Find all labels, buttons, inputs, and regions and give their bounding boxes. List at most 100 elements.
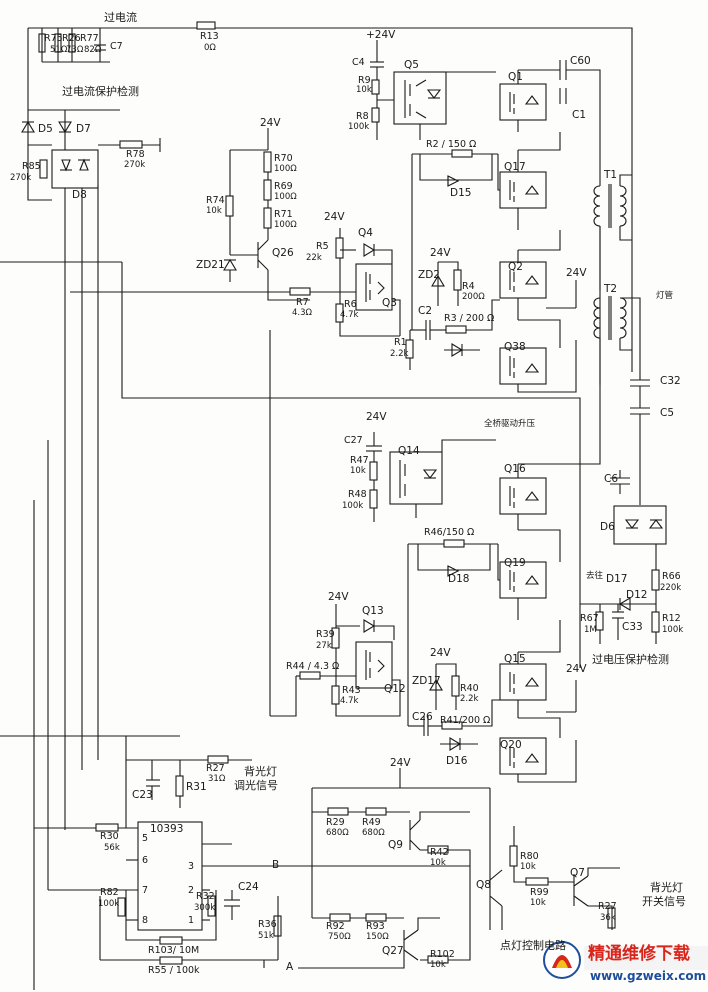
d17-label: D17 [606, 573, 628, 585]
r5-label: R5 [316, 241, 329, 252]
d16-label: D16 [446, 755, 468, 767]
over-voltage-detect-label: 过电压保护检测 [592, 653, 669, 666]
brand-name: 精通维修下载 [588, 944, 690, 964]
q14-label: Q14 [398, 445, 420, 457]
r2-label: R2 / 150 Ω [426, 139, 477, 150]
pin-6: 6 [142, 855, 149, 866]
r55-label: R55 / 100k [148, 965, 200, 976]
r9-value: 10k [356, 85, 372, 95]
r49-label: R49 [362, 817, 381, 828]
r43-value: 4.7k [340, 696, 359, 706]
v24-label-i: 24V [566, 663, 587, 675]
v24-label-c: 24V [324, 211, 345, 223]
r93-label: R93 [366, 921, 385, 932]
r36-value: 51k [258, 931, 274, 941]
pin-5: 5 [142, 833, 149, 844]
r85-label: R85 [22, 161, 41, 172]
brand-site: www.gzweix.com [590, 969, 707, 983]
backlight-switch-label-2: 开关信号 [642, 895, 686, 908]
r32-label: R32 [196, 891, 215, 902]
r27b-label: R27 [598, 901, 617, 912]
c2-label: C2 [418, 305, 433, 317]
q9-label: Q9 [388, 839, 403, 851]
r29-value: 680Ω [326, 828, 349, 838]
c27-label: C27 [344, 435, 363, 446]
ic-label: 10393 [150, 823, 184, 835]
r30-value: 56k [104, 843, 120, 853]
r32-value: 300k [194, 903, 216, 913]
c23-label: C23 [132, 789, 153, 801]
q26-label: Q26 [272, 247, 294, 259]
r70-value: 100Ω [274, 164, 297, 174]
lamp-label: 灯管 [656, 291, 674, 301]
r40-value: 2.2k [460, 694, 479, 704]
r47-value: 10k [350, 466, 366, 476]
v24-label-a: +24V [366, 29, 396, 41]
r103-label: R103/ 10M [148, 945, 200, 956]
r27b-value: 36k [600, 913, 616, 923]
d5-label: D5 [38, 123, 53, 135]
c60-label: C60 [570, 55, 591, 67]
q17-label: Q17 [504, 161, 526, 173]
r27a-value: 31Ω [208, 774, 226, 784]
backlight-switch-label-1: 背光灯 [650, 881, 683, 894]
r66-label: R66 [662, 571, 681, 582]
backlight-dim-label-2: 调光信号 [234, 779, 278, 792]
r46-label: R46/150 Ω [424, 527, 475, 538]
d15-label: D15 [450, 187, 472, 199]
c33-label: C33 [622, 621, 643, 633]
q5-label: Q5 [404, 59, 419, 71]
r71-value: 100Ω [274, 220, 297, 230]
v24-label-h: 24V [430, 647, 451, 659]
q27-label: Q27 [382, 945, 404, 957]
r99-label: R99 [530, 887, 549, 898]
v24-label-d: 24V [430, 247, 451, 259]
q15-label: Q15 [504, 653, 526, 665]
r69-value: 100Ω [274, 192, 297, 202]
r74-label: R74 [206, 195, 225, 206]
c7-label: C7 [110, 41, 123, 52]
r6-value: 4.7k [340, 310, 359, 320]
c6-label: C6 [604, 473, 619, 485]
c5-label: C5 [660, 407, 675, 419]
r99-value: 10k [530, 898, 546, 908]
r102-value: 10k [430, 960, 446, 970]
d7-label: D7 [76, 123, 91, 135]
b-terminal: B [272, 859, 280, 871]
r12-value: 100k [662, 625, 684, 635]
to-label: 去往 [586, 571, 604, 581]
r7-value: 4.3Ω [292, 308, 313, 318]
r39-value: 27k [316, 641, 332, 651]
v24-label-j: 24V [390, 757, 411, 769]
r75-value: 51Ω [50, 45, 68, 55]
r7-label: R7 [296, 297, 309, 308]
r13-value: 0Ω [204, 43, 216, 53]
a-terminal: A [286, 961, 294, 973]
pin-2: 2 [188, 885, 195, 896]
r47-label: R47 [350, 455, 369, 466]
r71-label: R71 [274, 209, 293, 220]
r4-label: R4 [462, 281, 475, 292]
r41-label: R41/200 Ω [440, 715, 491, 726]
d12-label: D12 [626, 589, 648, 601]
r8-label: R8 [356, 111, 369, 122]
r48-value: 100k [342, 501, 364, 511]
r8-value: 100k [348, 122, 370, 132]
r5-value: 22k [306, 253, 322, 263]
r26-value: 73Ω [66, 45, 84, 55]
r82-label: R82 [100, 887, 119, 898]
zd2-label: ZD2 [418, 269, 440, 281]
zd17-label: ZD17 [412, 675, 441, 687]
r78-label: R78 [126, 149, 145, 160]
r44-label: R44 / 4.3 Ω [286, 661, 340, 672]
q7-label: Q7 [570, 867, 585, 879]
r30-label: R30 [100, 831, 119, 842]
q2-label: Q2 [508, 261, 523, 273]
r36-label: R36 [258, 919, 277, 930]
r13-label: R13 [200, 31, 219, 42]
v24-label-f: 24V [366, 411, 387, 423]
backlight-dim-label-1: 背光灯 [244, 765, 277, 778]
r40-label: R40 [460, 683, 479, 694]
r77-label: R77 [80, 33, 99, 44]
